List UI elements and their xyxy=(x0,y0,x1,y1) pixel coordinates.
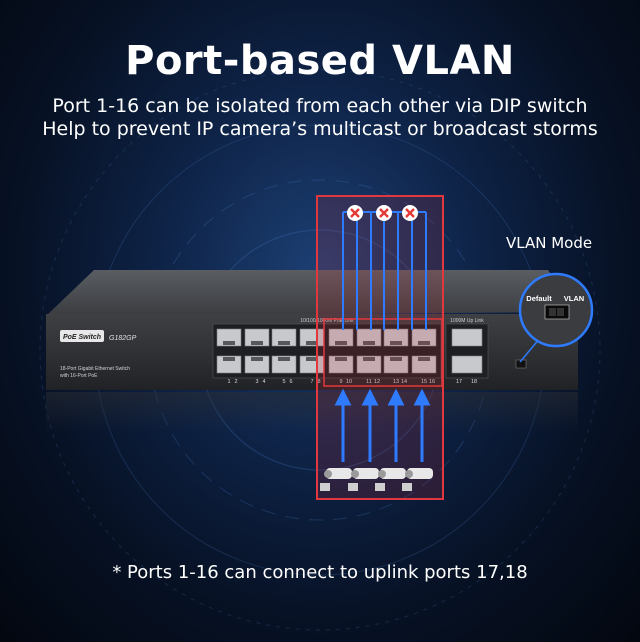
dip-switch-zoom: Default VLAN xyxy=(518,272,594,348)
port-label: 6 xyxy=(289,379,292,385)
connection-lines xyxy=(342,212,427,330)
subtitle-line-1: Port 1-16 can be isolated from each othe… xyxy=(52,95,588,117)
port-label: 3 xyxy=(255,379,258,385)
ip-camera-icon xyxy=(375,468,406,491)
blocked-x-icon xyxy=(376,205,392,221)
brand-badge xyxy=(60,330,104,342)
port-label: 13 xyxy=(393,379,399,385)
ip-camera-icon xyxy=(320,468,352,491)
vlan-highlight-box xyxy=(316,195,444,500)
port-label: 5 xyxy=(282,379,285,385)
port-label: 1 xyxy=(227,379,230,385)
port-label: 2 xyxy=(234,379,237,385)
blocked-x-icon xyxy=(402,205,418,221)
ip-camera-icon xyxy=(402,468,433,491)
model-name: G182GP xyxy=(109,335,137,342)
port-label: 18 xyxy=(471,379,477,385)
ip-cameras xyxy=(320,468,433,491)
switch-reflection xyxy=(46,392,578,432)
poe-ports-caption: 10/100/1000M PoE Link xyxy=(300,318,354,324)
rj45-port xyxy=(451,355,483,374)
blocked-marks xyxy=(347,205,418,221)
subtitle-line-2: Help to prevent IP camera’s multicast or… xyxy=(42,118,598,140)
port-label: 9 xyxy=(339,379,342,385)
port-label: 7 xyxy=(310,379,313,385)
port-label: 15 xyxy=(421,379,427,385)
switch-top-face xyxy=(46,270,578,316)
camera-uplink-arrows xyxy=(334,388,431,462)
switch-description-1: 18-Port Gigabit Ethernet Switch xyxy=(60,366,130,372)
uplink-port-grid xyxy=(451,328,483,374)
rj45-port xyxy=(451,328,483,347)
uplink-caption: 1000M Up Link xyxy=(450,318,484,324)
page-title: Port-based VLAN xyxy=(125,38,515,84)
vlan-mode-label: VLAN Mode xyxy=(506,234,593,252)
port-label: 12 xyxy=(374,379,380,385)
port-label: 8 xyxy=(317,379,320,385)
port-label: 16 xyxy=(429,379,435,385)
port-label: 14 xyxy=(401,379,407,385)
brand-badge-text: PoE Switch xyxy=(63,334,101,341)
port-label: 11 xyxy=(366,379,372,385)
blocked-x-icon xyxy=(347,205,363,221)
port-label: 17 xyxy=(456,379,462,385)
footnote: * Ports 1-16 can connect to uplink ports… xyxy=(112,562,528,583)
dip-default-label: Default xyxy=(526,294,552,303)
port-label: 4 xyxy=(262,379,265,385)
switch-description-2: with 16-Port PoE xyxy=(60,373,98,379)
port-label: 10 xyxy=(346,379,352,385)
ip-camera-icon xyxy=(348,468,379,491)
dip-vlan-label: VLAN xyxy=(564,294,584,303)
